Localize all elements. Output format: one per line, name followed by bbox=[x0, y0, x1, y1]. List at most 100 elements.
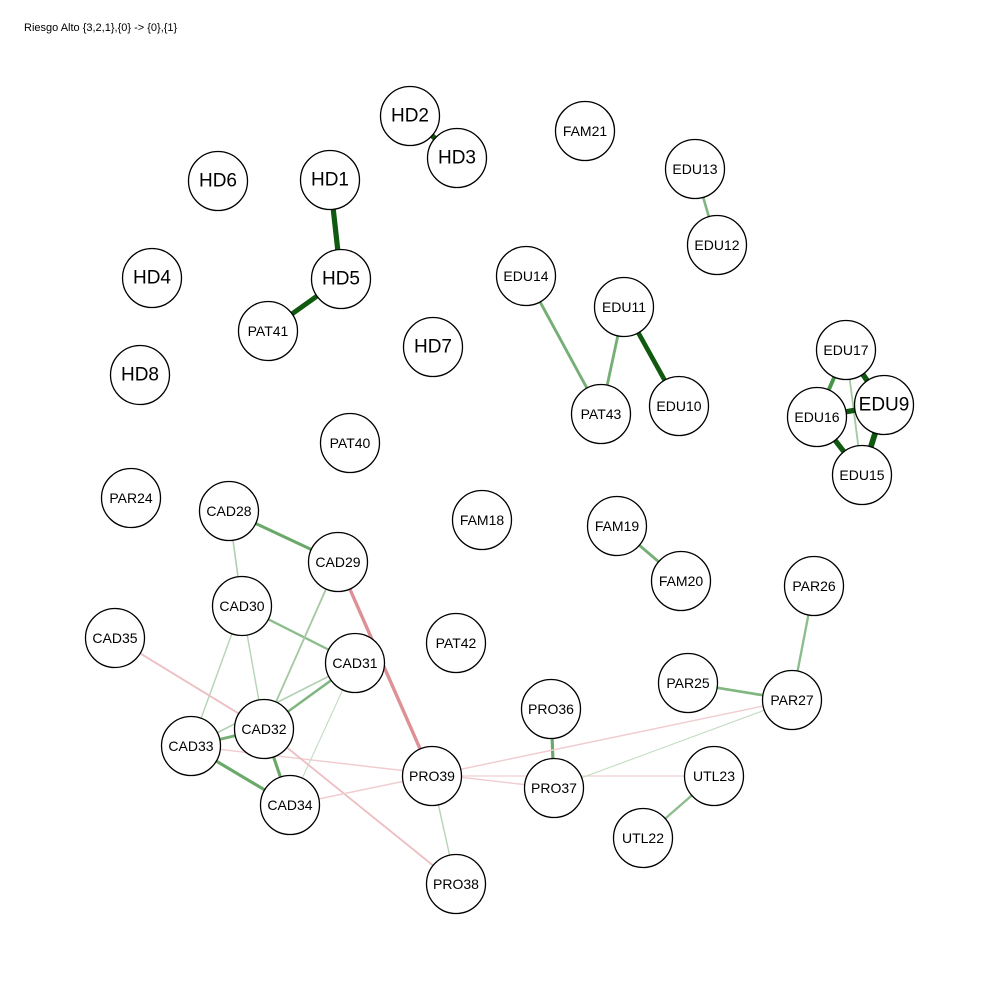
node-circle bbox=[495, 245, 557, 307]
node-edu16: EDU16 bbox=[786, 386, 848, 448]
node-hd2: HD2 bbox=[379, 85, 441, 147]
node-label: FAM21 bbox=[563, 123, 608, 139]
node-hd6: HD6 bbox=[187, 150, 249, 212]
node-circle bbox=[233, 698, 295, 760]
node-circle bbox=[425, 853, 487, 915]
node-circle bbox=[554, 100, 616, 162]
node-label: EDU10 bbox=[656, 398, 701, 414]
edge-cad32-pro38 bbox=[263, 728, 457, 885]
node-cad32: CAD32 bbox=[233, 698, 295, 760]
node-label: EDU17 bbox=[823, 342, 868, 358]
node-circle bbox=[402, 316, 464, 378]
node-label: CAD35 bbox=[92, 630, 137, 646]
node-label: HD6 bbox=[199, 171, 237, 192]
chart-title: Riesgo Alto {3,2,1},{0} -> {0},{1} bbox=[24, 22, 178, 34]
node-cad29: CAD29 bbox=[307, 531, 369, 593]
node-label: EDU16 bbox=[794, 409, 839, 425]
node-label: HD1 bbox=[311, 170, 349, 191]
node-hd5: HD5 bbox=[310, 248, 372, 310]
node-pat42: PAT42 bbox=[425, 612, 487, 674]
node-label: CAD29 bbox=[315, 554, 360, 570]
node-edu11: EDU11 bbox=[593, 276, 655, 338]
node-circle bbox=[586, 495, 648, 557]
node-label: EDU12 bbox=[694, 237, 739, 253]
node-circle bbox=[319, 412, 381, 474]
node-circle bbox=[401, 745, 463, 807]
node-edu9: EDU9 bbox=[853, 374, 915, 436]
node-circle bbox=[307, 531, 369, 593]
node-edu17: EDU17 bbox=[815, 319, 877, 381]
node-label: EDU14 bbox=[503, 268, 548, 284]
edge-pro37-par27 bbox=[553, 699, 793, 789]
node-circle bbox=[379, 85, 441, 147]
node-label: CAD28 bbox=[206, 503, 251, 519]
node-circle bbox=[761, 669, 823, 731]
node-circle bbox=[612, 807, 674, 869]
node-circle bbox=[648, 375, 710, 437]
edge-cad29-pro39 bbox=[336, 560, 434, 778]
node-pro38: PRO38 bbox=[425, 853, 487, 915]
node-label: PAR27 bbox=[770, 692, 814, 708]
node-hd3: HD3 bbox=[426, 127, 488, 189]
node-circle bbox=[650, 550, 712, 612]
node-par24: PAR24 bbox=[100, 467, 162, 529]
node-circle bbox=[187, 150, 249, 212]
node-circle bbox=[121, 247, 183, 309]
node-circle bbox=[853, 374, 915, 436]
node-circle bbox=[831, 444, 893, 506]
node-edu14: EDU14 bbox=[495, 245, 557, 307]
node-circle bbox=[523, 757, 585, 819]
node-circle bbox=[100, 467, 162, 529]
node-label: CAD31 bbox=[332, 655, 377, 671]
node-label: PRO38 bbox=[433, 876, 479, 892]
node-circle bbox=[683, 745, 745, 807]
node-cad34: CAD34 bbox=[259, 774, 321, 836]
node-pro39: PRO39 bbox=[401, 745, 463, 807]
edge-cad34-par27 bbox=[289, 699, 793, 806]
node-circle bbox=[198, 480, 260, 542]
node-circle bbox=[657, 652, 719, 714]
node-pat40: PAT40 bbox=[319, 412, 381, 474]
node-label: PRO37 bbox=[531, 780, 577, 796]
node-label: EDU9 bbox=[859, 395, 910, 416]
node-label: HD7 bbox=[414, 337, 452, 358]
node-label: PAR26 bbox=[792, 578, 836, 594]
node-label: PAT40 bbox=[330, 435, 371, 451]
node-circle bbox=[570, 383, 632, 445]
node-label: HD4 bbox=[133, 268, 171, 289]
node-label: EDU11 bbox=[602, 299, 646, 315]
node-circle bbox=[426, 127, 488, 189]
node-par27: PAR27 bbox=[761, 669, 823, 731]
node-label: UTL22 bbox=[622, 830, 664, 846]
node-hd1: HD1 bbox=[299, 149, 361, 211]
node-hd8: HD8 bbox=[109, 344, 171, 406]
node-label: HD2 bbox=[391, 106, 429, 127]
node-edu13: EDU13 bbox=[664, 138, 726, 200]
node-pat41: PAT41 bbox=[237, 300, 299, 362]
node-fam18: FAM18 bbox=[451, 489, 513, 551]
node-label: CAD34 bbox=[267, 797, 312, 813]
node-circle bbox=[593, 276, 655, 338]
node-cad30: CAD30 bbox=[211, 575, 273, 637]
node-cad33: CAD33 bbox=[160, 715, 222, 777]
node-utl22: UTL22 bbox=[612, 807, 674, 869]
node-circle bbox=[815, 319, 877, 381]
node-label: HD3 bbox=[438, 148, 476, 169]
node-label: PAR24 bbox=[109, 490, 153, 506]
node-hd4: HD4 bbox=[121, 247, 183, 309]
node-pat43: PAT43 bbox=[570, 383, 632, 445]
node-circle bbox=[299, 149, 361, 211]
node-label: UTL23 bbox=[693, 768, 735, 784]
node-cad28: CAD28 bbox=[198, 480, 260, 542]
node-label: PAT42 bbox=[436, 635, 477, 651]
node-label: CAD32 bbox=[241, 721, 286, 737]
node-circle bbox=[211, 575, 273, 637]
node-circle bbox=[324, 632, 386, 694]
node-utl23: UTL23 bbox=[683, 745, 745, 807]
node-circle bbox=[783, 555, 845, 617]
node-label: PRO36 bbox=[528, 701, 574, 717]
node-fam20: FAM20 bbox=[650, 550, 712, 612]
node-label: PAR25 bbox=[666, 675, 710, 691]
